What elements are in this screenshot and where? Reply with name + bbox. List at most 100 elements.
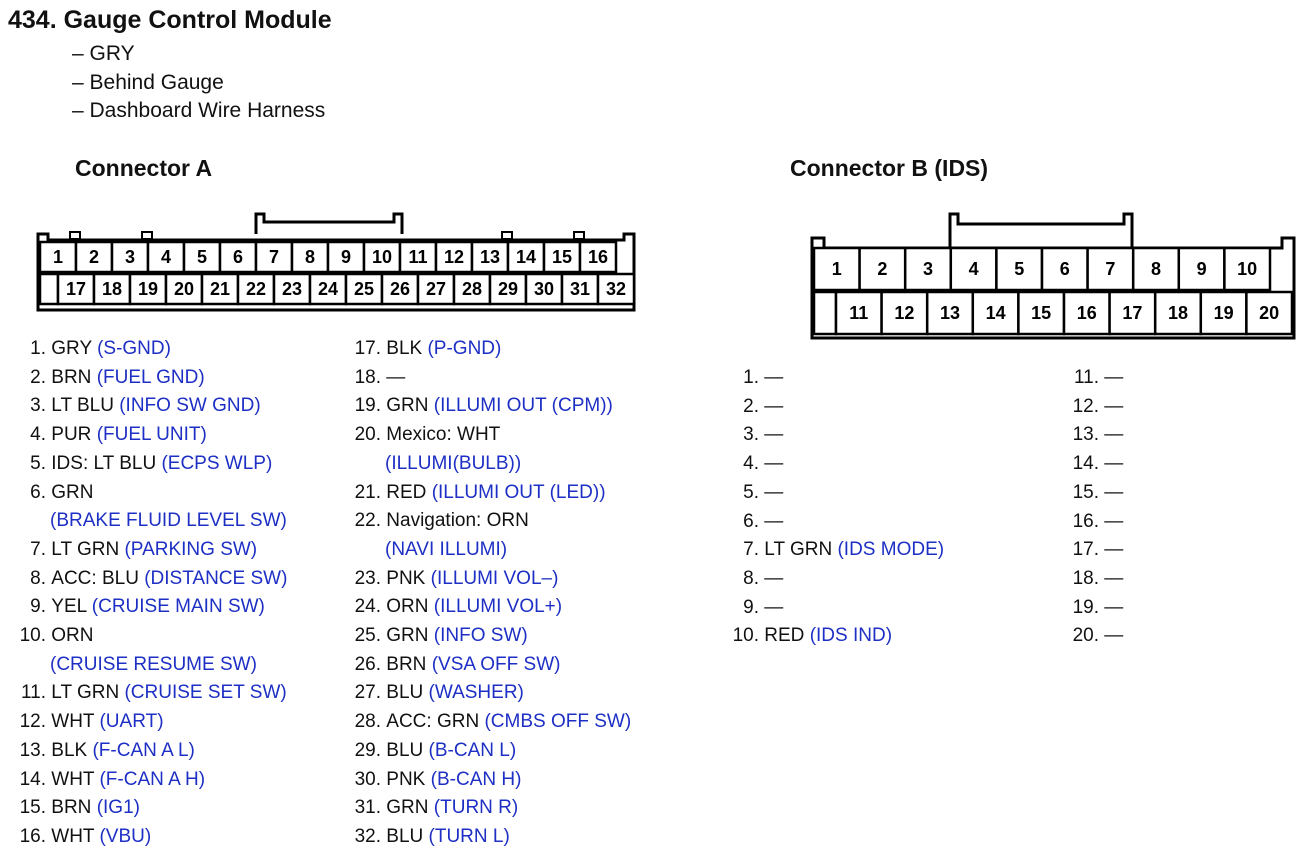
connector-b-pin-1: 1 [832,259,842,279]
wire-color: — [764,481,784,503]
connector-a-pin-26: 26 [390,279,410,299]
connector-b-pin-18: 18 [1168,303,1188,323]
terminal-function: (VBU) [99,825,152,847]
connector-a-terminal-14: 14. WHT (F-CAN A H) [10,766,287,795]
terminal-function: (ILLUMI VOL+) [433,596,563,618]
connector-b-terminal-5: 5. — [723,479,944,508]
terminal-function: (WASHER) [428,682,524,704]
connector-a-pin-20-cell [164,272,204,306]
terminal-function: (B-CAN H) [430,768,522,790]
wire-color: — [1104,510,1124,532]
connector-b-pin-10: 10 [1237,259,1257,279]
connector-b-pin-18-cell [1153,290,1203,336]
terminal-number: 10. [19,625,46,647]
terminal-number: 17. [1072,539,1099,561]
connector-b-pin-10-cell [1223,246,1272,292]
connector-a-tab-2 [141,231,153,240]
terminal-number: 27. [354,682,381,704]
wire-color: BLK [386,338,423,359]
connector-a-terminal-21: 21. RED (ILLUMI OUT (LED)) [345,479,631,508]
wire-color: BLK [51,739,88,761]
terminal-function: (ILLUMI OUT (LED)) [431,481,606,503]
terminal-number: 14. [19,768,46,790]
module-title: 434. Gauge Control Module [8,6,332,34]
connector-a-pin-2: 2 [89,247,99,267]
connector-a-pin-5-cell [182,240,222,274]
connector-b-pin-14-cell [971,290,1020,336]
connector-b-pin-16-cell [1062,290,1111,336]
terminal-number: 6. [30,481,46,503]
connector-a-pin-22-cell [236,272,276,306]
connector-a-terminal-1: 1. GRY (S-GND) [10,335,287,364]
terminal-number: 19. [354,395,381,417]
terminal-number: 12. [1072,395,1099,417]
connector-b-pin-15-cell [1017,290,1066,336]
connector-a-pin-6: 6 [233,247,243,267]
connector-b-pin-5-cell [995,246,1044,292]
connector-a-key-left [38,272,60,306]
terminal-number: 24. [354,596,381,618]
terminal-number: 30. [354,768,381,790]
connector-b-pin-9: 9 [1197,259,1207,279]
terminal-number: 23. [354,567,381,589]
connector-a-pin-24-cell [308,272,348,306]
terminal-function: (PARKING SW) [124,538,258,560]
connector-b-pin-14: 14 [986,303,1006,323]
wire-color: GRN [386,395,429,417]
wire-color: ORN [51,625,94,647]
connector-a-pin-13: 13 [480,247,500,267]
wire-color: — [764,510,784,532]
connector-b-terminal-18: 18. — [1063,565,1124,594]
connector-b-pin-20-cell [1245,290,1294,336]
connector-a-terminal-27: 27. BLU (WASHER) [345,679,631,708]
connector-a-terminal-29: 29. BLU (B-CAN L) [345,737,631,766]
wire-color: WHT [51,825,95,847]
terminal-number: 32. [354,825,381,847]
connector-a-terminal-26: 26. BRN (VSA OFF SW) [345,651,631,680]
wire-color: WHT [51,711,95,733]
connector-b-pin-1-cell [812,246,861,292]
connector-a-terminal-23: 23. PNK (ILLUMI VOL–) [345,565,631,594]
terminal-number: 28. [354,711,381,733]
connector-a-pin-30: 30 [534,279,554,299]
connector-b-pin-8: 8 [1151,259,1161,279]
connector-b-terminal-1: 1. — [723,364,944,393]
wire-color: ORN [386,596,429,618]
terminal-number: 9. [30,596,46,618]
connector-b-pin-2: 2 [877,259,887,279]
terminal-number: 3. [30,395,46,417]
connector-b-pin-5: 5 [1014,259,1024,279]
terminal-number: 31. [354,797,381,819]
connector-b-title: Connector B (IDS) [790,155,989,181]
connector-b-terminal-14: 14. — [1063,450,1124,479]
connector-a-terminal-22: 22. Navigation: ORN(NAVI ILLUMI) [345,507,631,564]
connector-a-terminal-list-right: 17. BLK (P-GND)18. —19. GRN (ILLUMI OUT … [345,335,632,852]
terminal-function: (CRUISE SET SW) [124,682,287,704]
terminal-number: 22. [354,510,381,532]
connector-a-pin-7-cell [254,240,294,274]
connector-b-pin-19-cell [1199,290,1248,336]
connector-a-terminal-13: 13. BLK (F-CAN A L) [10,737,287,766]
connector-a-terminal-28: 28. ACC: GRN (CMBS OFF SW) [345,708,632,737]
terminal-function: (P-GND) [427,338,502,359]
terminal-number: 13. [1072,424,1099,446]
terminal-number: 8. [30,567,46,589]
connector-a-pin-12: 12 [444,247,464,267]
terminal-function: (FUEL UNIT) [96,424,207,446]
wire-color: GRY [51,338,92,359]
terminal-function: (S-GND) [97,338,171,359]
terminal-number: 15. [1072,481,1099,503]
terminal-number: 18. [354,366,381,388]
terminal-function: (IDS MODE) [837,539,945,561]
wire-color: — [1104,539,1124,561]
terminal-number: 4. [743,453,759,475]
wire-color: BRN [386,653,427,675]
connector-a-pin-11: 11 [408,247,427,267]
connector-a-pin-25: 25 [354,279,374,299]
terminal-number: 17. [354,338,381,359]
connector-a-pin-23: 23 [282,279,302,299]
connector-a-pin-17-cell [56,272,96,306]
connector-b-pin-6: 6 [1060,259,1070,279]
